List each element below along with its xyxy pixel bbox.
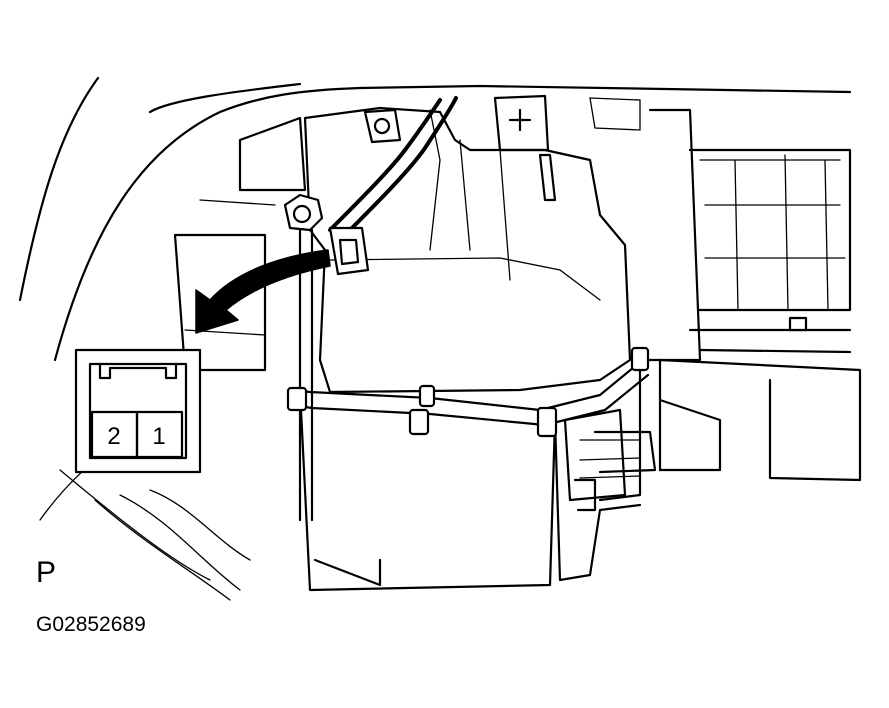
mounting-bolt [283, 193, 324, 232]
side-bracket [173, 116, 307, 372]
figure-id-label: G02852689 [36, 613, 146, 636]
callout-arrow [195, 249, 331, 334]
wire-harness [328, 96, 458, 237]
support-rod [283, 193, 650, 522]
pin-label-2: 2 [107, 423, 120, 450]
dashboard-outline [18, 76, 852, 601]
motor-connector [328, 226, 370, 276]
connector-pin-1 [135, 410, 184, 459]
view-code-label: P [36, 556, 57, 589]
lower-case [298, 368, 657, 592]
blower-housing [303, 94, 641, 394]
connector-face-view: 2 1 [74, 348, 202, 474]
pin-label-1: 1 [152, 423, 165, 450]
bolt [286, 346, 650, 438]
heater-unit-grid [638, 108, 862, 482]
